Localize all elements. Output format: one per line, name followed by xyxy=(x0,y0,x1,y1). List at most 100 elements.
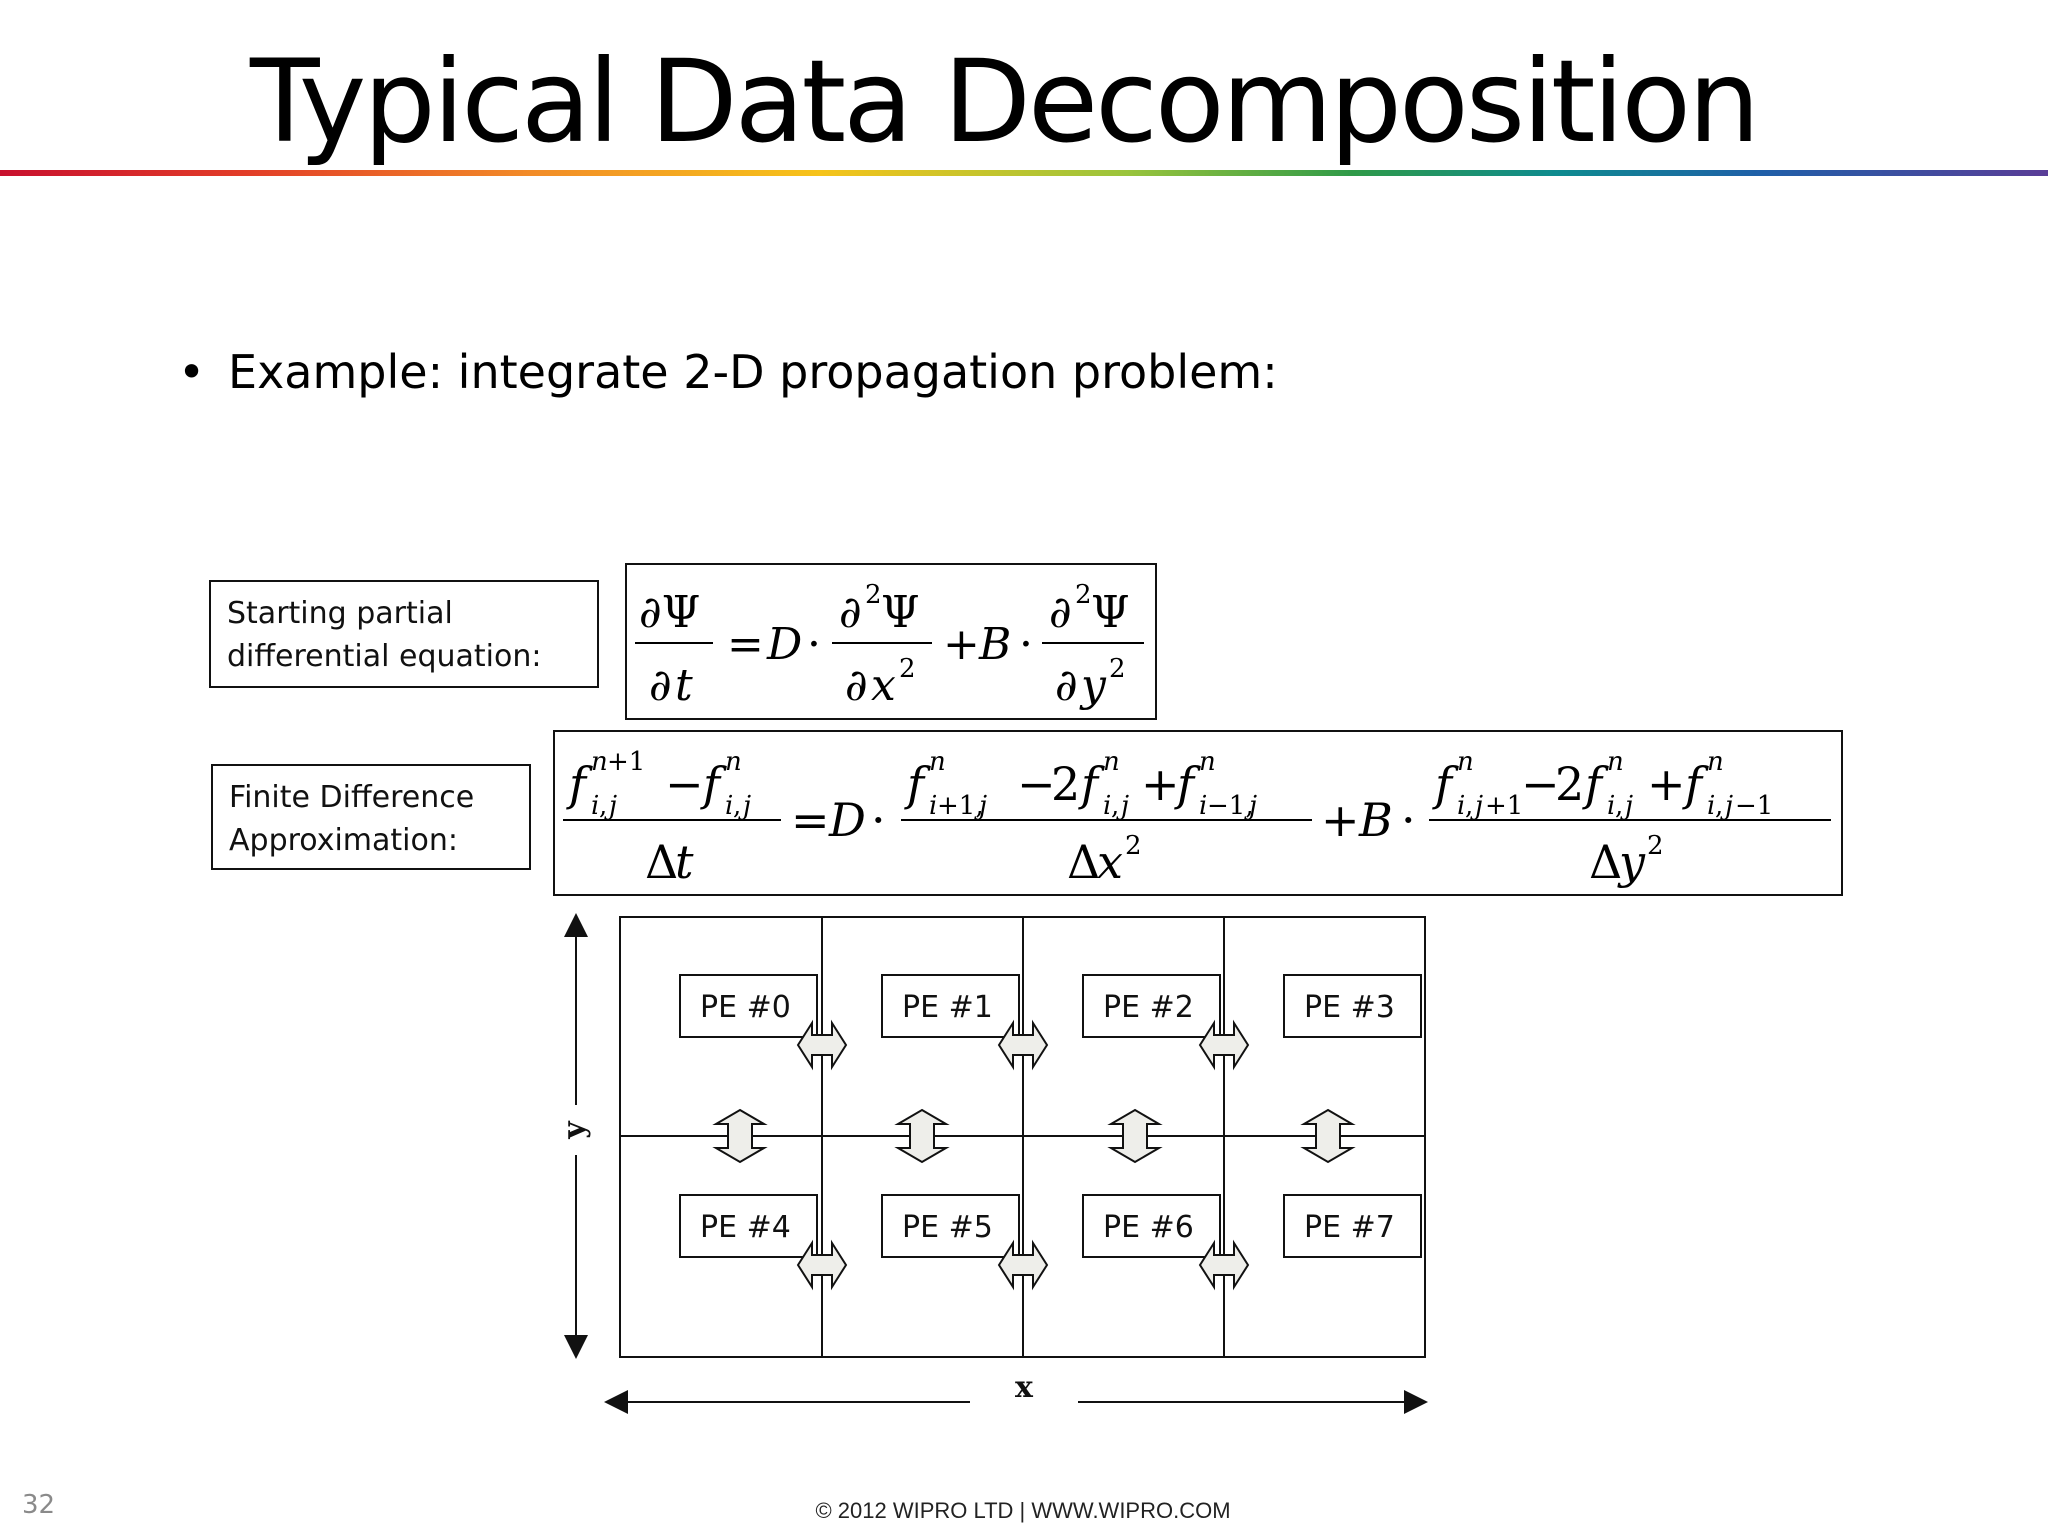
svg-text:−: − xyxy=(665,757,704,811)
svg-text:n: n xyxy=(725,747,742,777)
decomposition-diagram: y x PE #0 PE #1 PE #2 PE #3 PE #4 PE #5 PE #6 P… xyxy=(557,905,1440,1424)
fd-equation: f n+1 i,j − f n i,j Δt = D · f n i+1,j −… xyxy=(563,747,1831,889)
svg-text:f: f xyxy=(566,757,593,811)
svg-text:n: n xyxy=(1199,747,1216,777)
svg-text:n: n xyxy=(591,747,608,777)
svg-text:n: n xyxy=(1457,747,1474,777)
svg-text:y: y xyxy=(1079,660,1107,711)
svg-text:∂: ∂ xyxy=(839,587,862,638)
pe-box-5: PE #5 xyxy=(881,1194,1020,1258)
exchange-arrow-h-0-0-icon xyxy=(796,1019,848,1071)
svg-text:f: f xyxy=(904,757,931,811)
svg-text:i: i xyxy=(725,791,733,821)
svg-text:i: i xyxy=(1707,791,1715,821)
svg-text:+: + xyxy=(1141,757,1180,811)
svg-text:=: = xyxy=(791,793,830,847)
svg-text:f: f xyxy=(1582,757,1609,811)
pe-box-6: PE #6 xyxy=(1082,1194,1221,1258)
pe-label-5: PE #5 xyxy=(902,1210,993,1245)
pde-label-line-2: differential equation: xyxy=(227,639,542,674)
svg-text:Ψ: Ψ xyxy=(1091,587,1130,638)
svg-text:f: f xyxy=(1078,757,1105,811)
svg-text:2: 2 xyxy=(1109,654,1126,684)
svg-text:x: x xyxy=(871,660,896,711)
svg-text:n: n xyxy=(1707,747,1724,777)
pe-label-3: PE #3 xyxy=(1304,990,1395,1025)
svg-text:,: , xyxy=(1715,791,1723,821)
svg-text:+1: +1 xyxy=(607,747,645,777)
footer: © 2012 WIPRO LTD | WWW.WIPRO.COM xyxy=(0,1498,2048,1524)
svg-text:x: x xyxy=(1097,835,1123,889)
svg-text:Δ: Δ xyxy=(1067,835,1100,889)
svg-text:f: f xyxy=(1682,757,1709,811)
svg-text:·: · xyxy=(807,619,821,670)
svg-text:f: f xyxy=(1174,757,1201,811)
exchange-arrow-v-1-icon xyxy=(894,1108,950,1164)
svg-text:·: · xyxy=(1019,619,1033,670)
bullet-text: Example: integrate 2-D propagation probl… xyxy=(228,345,1278,399)
pe-box-7: PE #7 xyxy=(1283,1194,1422,1258)
svg-text:t: t xyxy=(675,835,694,889)
pe-grid: y x PE #0 PE #1 PE #2 PE #3 PE #4 PE #5 PE #6 P… xyxy=(557,913,1428,1414)
svg-text:,: , xyxy=(1615,791,1623,821)
pe-label-6: PE #6 xyxy=(1103,1210,1194,1245)
svg-text:n: n xyxy=(929,747,946,777)
svg-text:·: · xyxy=(871,793,886,847)
svg-text:D: D xyxy=(828,793,866,847)
svg-text:+: + xyxy=(943,619,980,670)
pe-label-7: PE #7 xyxy=(1304,1210,1395,1245)
svg-text:i: i xyxy=(1457,791,1465,821)
svg-text:2: 2 xyxy=(1647,831,1664,861)
fd-label-line-2: Approximation: xyxy=(229,823,458,858)
pe-box-2: PE #2 xyxy=(1082,974,1221,1038)
svg-text:+1,: +1, xyxy=(937,791,984,821)
rainbow-divider xyxy=(0,170,2048,176)
fd-label-line-1: Finite Difference xyxy=(229,780,475,815)
svg-text:+: + xyxy=(1647,757,1686,811)
pde-label-line-1: Starting partial xyxy=(227,596,453,631)
svg-text:i: i xyxy=(929,791,937,821)
exchange-arrow-h-0-1-icon xyxy=(997,1019,1049,1071)
svg-text:y: y xyxy=(1617,835,1646,889)
svg-text:n: n xyxy=(1103,747,1120,777)
svg-text:−1: −1 xyxy=(1735,791,1773,821)
svg-text:,: , xyxy=(1465,791,1473,821)
svg-text:i: i xyxy=(591,791,599,821)
svg-text:∂Ψ: ∂Ψ xyxy=(639,587,700,638)
svg-text:∂: ∂ xyxy=(845,660,868,711)
bullet-item: •Example: integrate 2-D propagation prob… xyxy=(178,345,1278,399)
svg-text:−1,: −1, xyxy=(1207,791,1254,821)
exchange-arrow-h-0-2-icon xyxy=(1198,1019,1250,1071)
svg-text:·: · xyxy=(1401,793,1416,847)
svg-text:Δ: Δ xyxy=(1589,835,1622,889)
pe-label-2: PE #2 xyxy=(1103,990,1194,1025)
svg-text:i: i xyxy=(1607,791,1615,821)
page-number: 32 xyxy=(22,1490,56,1520)
svg-text:2: 2 xyxy=(1075,580,1092,610)
x-axis-label: x xyxy=(1015,1370,1034,1405)
fd-label-box: Finite Difference Approximation: xyxy=(211,764,531,870)
svg-text:f: f xyxy=(700,757,727,811)
pe-label-4: PE #4 xyxy=(700,1210,791,1245)
svg-text:2: 2 xyxy=(899,654,916,684)
exchange-arrow-h-1-2-icon xyxy=(1198,1239,1250,1291)
svg-text:∂: ∂ xyxy=(1055,660,1078,711)
svg-text:∂: ∂ xyxy=(1049,587,1072,638)
pe-box-1: PE #1 xyxy=(881,974,1020,1038)
pde-equation-box: ∂Ψ ∂ t = D · ∂ 2 Ψ ∂ x 2 + B · ∂ 2 Ψ ∂ y… xyxy=(625,563,1157,720)
svg-text:Δ: Δ xyxy=(645,835,678,889)
y-axis-label: y xyxy=(560,1120,592,1140)
svg-text:i: i xyxy=(1103,791,1111,821)
svg-text:B: B xyxy=(1358,793,1393,847)
pe-box-4: PE #4 xyxy=(679,1194,818,1258)
pe-box-0: PE #0 xyxy=(679,974,818,1038)
svg-text:i: i xyxy=(1199,791,1207,821)
svg-text:2: 2 xyxy=(1555,757,1584,811)
exchange-arrow-h-1-1-icon xyxy=(997,1239,1049,1291)
exchange-arrow-v-0-icon xyxy=(712,1108,768,1164)
pde-label-box: Starting partial differential equation: xyxy=(209,580,599,688)
slide-title: Typical Data Decomposition xyxy=(250,35,1760,168)
pe-label-0: PE #0 xyxy=(700,990,791,1025)
exchange-arrow-h-1-0-icon xyxy=(796,1239,848,1291)
